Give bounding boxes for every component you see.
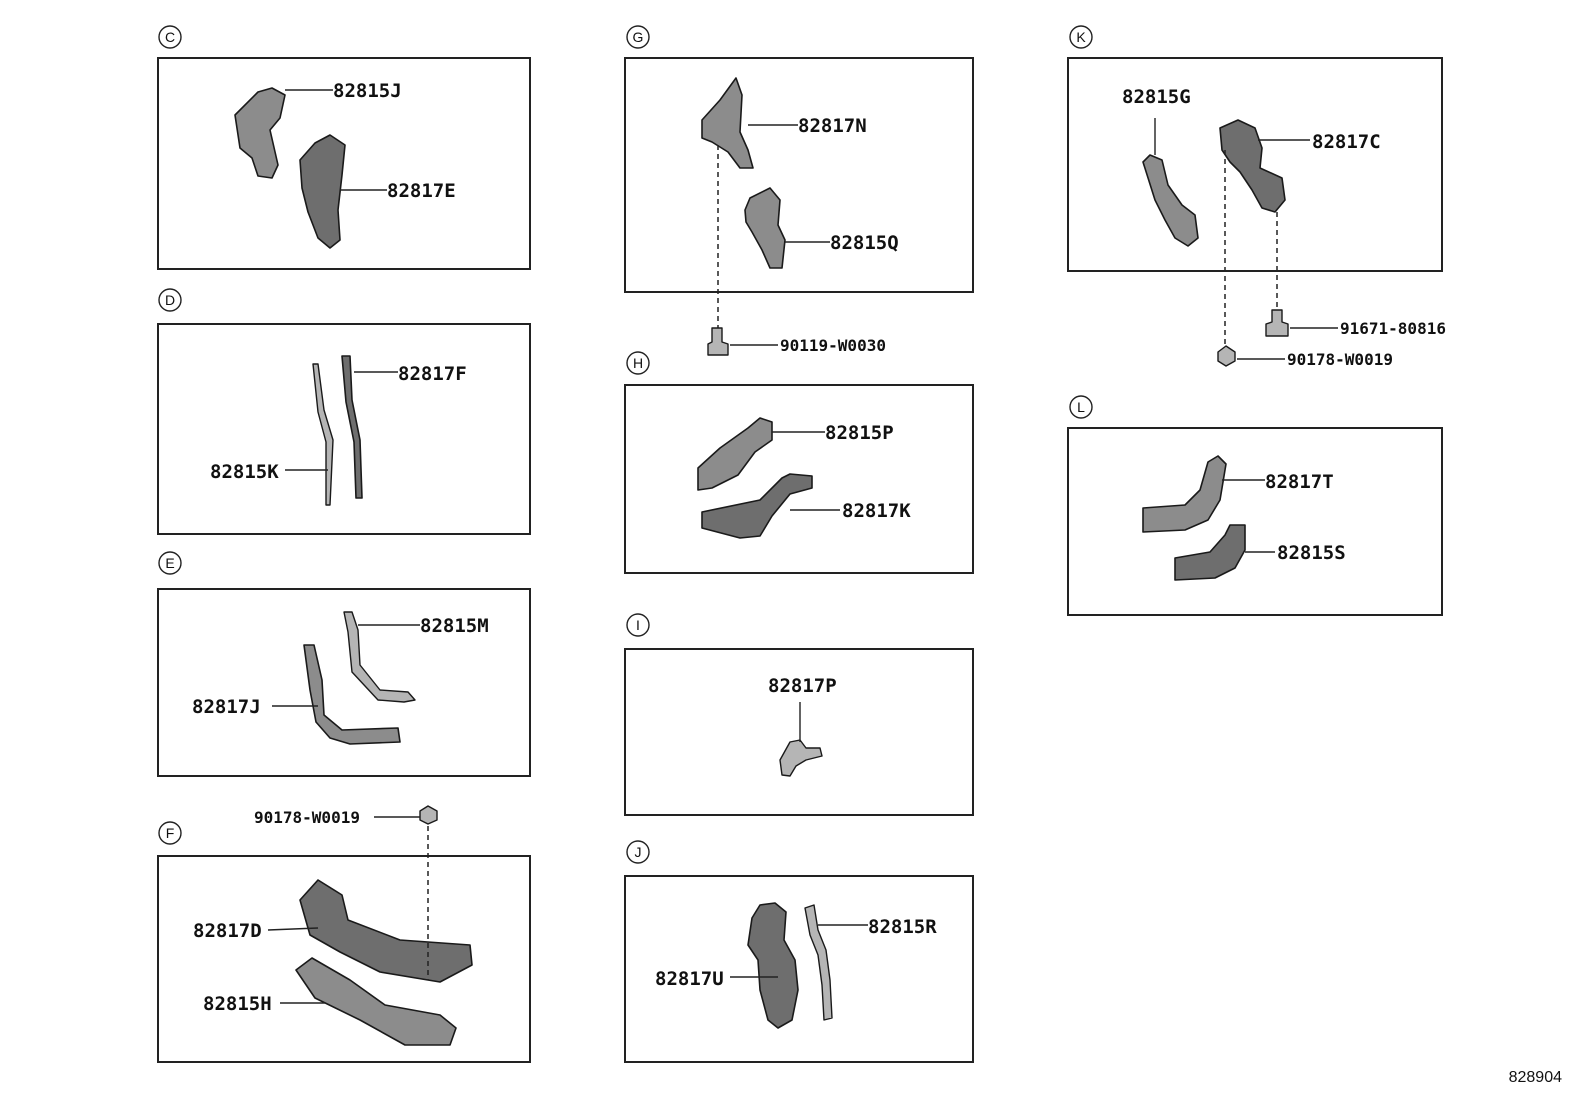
nut-90178-W0019-k xyxy=(1217,345,1236,367)
bracket-82817K xyxy=(701,473,813,539)
section-l-letter: L xyxy=(1077,399,1085,415)
figure-number: 828904 xyxy=(1509,1069,1562,1086)
nut-90178-W0019 xyxy=(419,805,438,825)
section-k-marker xyxy=(1069,25,1093,49)
section-h: H 82815P 82817K xyxy=(624,351,974,574)
section-c-marker xyxy=(158,25,182,49)
section-e-letter: E xyxy=(165,555,174,571)
label-82815G: 82815G xyxy=(1122,86,1191,108)
label-82817T: 82817T xyxy=(1265,471,1334,493)
section-j-letter: J xyxy=(635,844,642,860)
section-h-marker xyxy=(626,351,650,375)
section-f: F 90178-W0019 82817D 82815H xyxy=(157,805,531,1063)
bracket-82815K xyxy=(312,363,334,506)
bracket-82817J xyxy=(303,644,401,745)
section-j-frame xyxy=(624,875,974,1063)
section-h-letter: H xyxy=(633,355,643,371)
label-82817D: 82817D xyxy=(193,920,262,942)
bracket-82815M xyxy=(343,611,416,703)
label-82815J: 82815J xyxy=(333,80,402,102)
label-90178-W0019-k: 90178-W0019 xyxy=(1287,350,1393,369)
label-82815R: 82815R xyxy=(868,916,937,938)
section-i-marker xyxy=(626,613,650,637)
section-l: L 82817T 82815S xyxy=(1067,395,1443,616)
section-g-marker xyxy=(626,25,650,49)
label-82817E: 82817E xyxy=(387,180,456,202)
section-d-letter: D xyxy=(165,292,175,308)
section-l-frame xyxy=(1067,427,1443,616)
section-d: D 82817F 82815K xyxy=(157,288,531,535)
bracket-82815J xyxy=(234,87,286,179)
label-82817U: 82817U xyxy=(655,968,724,990)
section-l-marker xyxy=(1069,395,1093,419)
section-e: E 82815M 82817J xyxy=(157,551,531,777)
bracket-82817U xyxy=(747,902,799,1029)
label-82817J: 82817J xyxy=(192,696,261,718)
label-82815H: 82815H xyxy=(203,993,272,1015)
section-i-letter: I xyxy=(636,617,640,633)
section-k: K 82815G 82817C 91671-80816 90178-W0019 xyxy=(1067,25,1446,369)
section-i-frame xyxy=(624,648,974,816)
leader-82817D xyxy=(267,927,319,931)
section-e-frame xyxy=(157,588,531,777)
section-c-letter: C xyxy=(165,29,175,45)
bracket-82815R xyxy=(804,904,833,1021)
bracket-82815P xyxy=(697,417,773,491)
bracket-82815Q xyxy=(744,187,786,269)
bolt-90119-W0030 xyxy=(707,327,729,356)
section-g: G 82817N 82815Q 90119-W0030 xyxy=(624,25,974,356)
label-90178-W0019-f: 90178-W0019 xyxy=(254,808,360,827)
bolt-91671-80816 xyxy=(1265,309,1289,337)
label-82815P: 82815P xyxy=(825,422,894,444)
section-f-frame xyxy=(157,855,531,1063)
bracket-82817C xyxy=(1219,119,1286,213)
bracket-82815S xyxy=(1174,524,1246,581)
section-h-frame xyxy=(624,384,974,574)
label-82815K: 82815K xyxy=(210,461,279,483)
bracket-82815G xyxy=(1142,154,1199,247)
section-j-marker xyxy=(626,840,650,864)
label-82817N: 82817N xyxy=(798,115,867,137)
label-82815M: 82815M xyxy=(420,615,489,637)
section-i: I 82817P xyxy=(624,613,974,816)
bracket-82817F xyxy=(341,355,363,499)
bracket-82817E xyxy=(299,134,346,249)
label-91671-80816: 91671-80816 xyxy=(1340,319,1446,338)
bracket-82817P xyxy=(779,739,823,777)
label-90119-W0030: 90119-W0030 xyxy=(780,336,886,355)
section-k-frame xyxy=(1067,57,1443,272)
label-82815S: 82815S xyxy=(1277,542,1346,564)
section-f-letter: F xyxy=(166,825,175,841)
label-82817C: 82817C xyxy=(1312,131,1381,153)
label-82815Q: 82815Q xyxy=(830,232,899,254)
section-f-marker xyxy=(158,821,182,845)
section-j: J 82815R 82817U xyxy=(624,840,974,1063)
section-g-letter: G xyxy=(633,29,644,45)
section-c: C 82815J 82817E xyxy=(157,25,531,270)
bracket-82815H xyxy=(295,957,457,1046)
section-d-frame xyxy=(157,323,531,535)
section-c-frame xyxy=(157,57,531,270)
bracket-82817N xyxy=(701,77,754,169)
section-e-marker xyxy=(158,551,182,575)
section-g-frame xyxy=(624,57,974,293)
section-d-marker xyxy=(158,288,182,312)
label-82817K: 82817K xyxy=(842,500,911,522)
label-82817P: 82817P xyxy=(768,675,837,697)
section-k-letter: K xyxy=(1076,29,1086,45)
bracket-82817T xyxy=(1142,455,1227,533)
bracket-82817D xyxy=(299,879,473,983)
label-82817F: 82817F xyxy=(398,363,467,385)
